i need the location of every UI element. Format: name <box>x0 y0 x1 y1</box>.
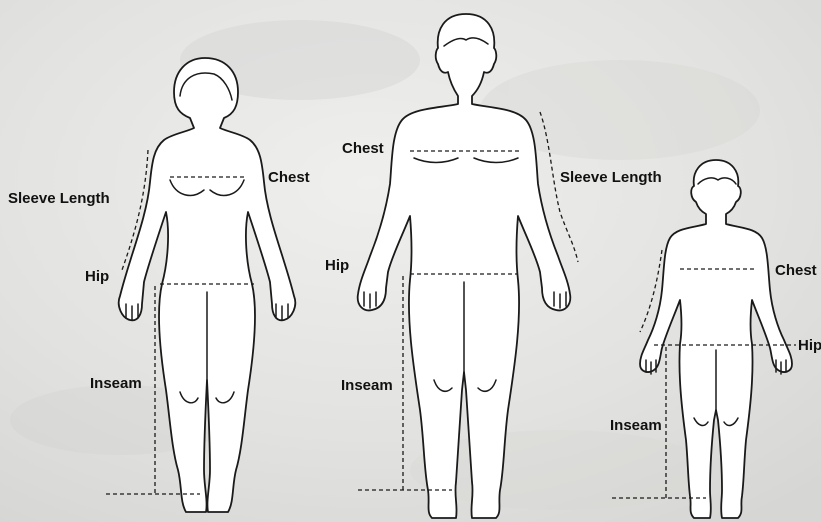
child-hip-label: Hip <box>798 337 821 354</box>
man-sleeve-length-label: Sleeve Length <box>560 169 662 186</box>
man-inseam-label: Inseam <box>341 377 393 394</box>
child-inseam-label: Inseam <box>610 417 662 434</box>
man-chest-label: Chest <box>342 140 384 157</box>
woman-hip-label: Hip <box>85 268 109 285</box>
woman-chest-label: Chest <box>268 169 310 186</box>
child-chest-label: Chest <box>775 262 817 279</box>
man-hip-label: Hip <box>325 257 349 274</box>
woman-inseam-label: Inseam <box>90 375 142 392</box>
woman-sleeve-length-label: Sleeve Length <box>8 190 110 207</box>
